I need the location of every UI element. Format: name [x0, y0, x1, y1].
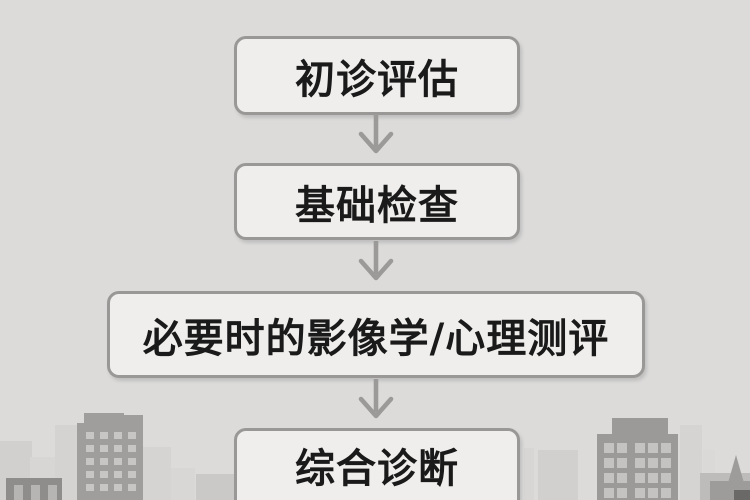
flow-step-label: 必要时的影像学/心理测评 — [142, 315, 610, 362]
flow-step-initial-assessment: 初诊评估 — [234, 36, 520, 115]
flow-step-comprehensive-diagnosis: 综合诊断 — [234, 428, 520, 500]
flow-step-basic-examination: 基础检查 — [234, 163, 520, 240]
flow-step-label: 基础检查 — [295, 182, 459, 229]
city-skyline-background — [0, 413, 750, 500]
flow-step-label: 初诊评估 — [295, 56, 459, 103]
down-arrow-icon — [358, 379, 394, 419]
flow-step-label: 综合诊断 — [295, 446, 459, 492]
down-arrow-icon — [358, 241, 394, 281]
flow-step-imaging-psych-evaluation: 必要时的影像学/心理测评 — [107, 291, 645, 378]
down-arrow-icon — [358, 114, 394, 154]
